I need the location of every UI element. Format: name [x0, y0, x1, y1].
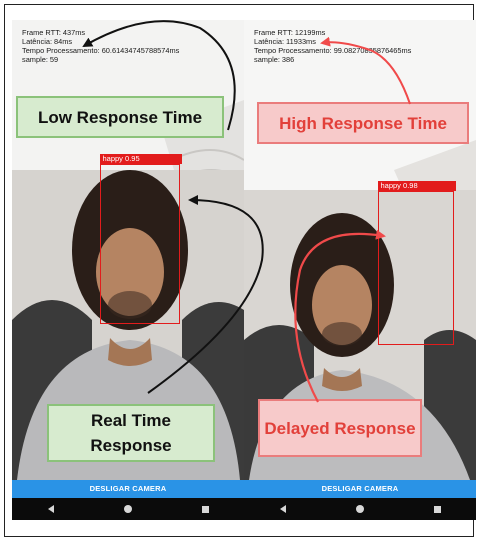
- back-icon[interactable]: [41, 500, 61, 518]
- android-nav-bar: [244, 498, 476, 520]
- face-bounding-box: happy 0.98: [377, 181, 456, 345]
- detection-label: happy 0.95: [99, 154, 182, 164]
- low-response-time-label: Low Response Time: [37, 107, 203, 127]
- stop-camera-button[interactable]: DESLIGAR CAMERA: [12, 480, 244, 498]
- detection-label: happy 0.98: [377, 181, 456, 191]
- home-icon[interactable]: [118, 500, 138, 518]
- recent-apps-icon[interactable]: [195, 500, 215, 518]
- high-response-time-callout: High Response Time: [257, 102, 469, 144]
- delayed-response-callout: Delayed Response: [258, 399, 422, 457]
- latency-text: Latência: 11933ms: [254, 37, 316, 46]
- processing-time-text: Tempo Processamento: 60.61434745788574ms: [22, 46, 180, 55]
- sample-text: sample: 386: [254, 55, 295, 64]
- real-time-line-2: Response: [90, 436, 172, 455]
- sample-text: sample: 59: [22, 55, 59, 64]
- frame-rtt-text: Frame RTT: 437ms: [22, 28, 86, 37]
- right-stats-overlay: Frame RTT: 12199ms Latência: 11933ms Tem…: [254, 28, 411, 64]
- real-time-line-1: Real Time: [90, 411, 171, 430]
- stop-camera-button[interactable]: DESLIGAR CAMERA: [244, 480, 476, 498]
- frame-rtt-text: Frame RTT: 12199ms: [254, 28, 326, 37]
- recent-apps-icon[interactable]: [427, 500, 447, 518]
- home-icon[interactable]: [350, 500, 370, 518]
- latency-text: Latência: 84ms: [22, 37, 73, 46]
- real-time-response-callout: Real Time Response: [47, 404, 215, 462]
- left-stats-overlay: Frame RTT: 437ms Latência: 84ms Tempo Pr…: [22, 28, 179, 64]
- processing-time-text: Tempo Processamento: 99.08270835876465ms: [254, 46, 412, 55]
- android-nav-bar: [12, 498, 244, 520]
- back-icon[interactable]: [273, 500, 293, 518]
- high-response-time-label: High Response Time: [279, 113, 447, 133]
- real-time-response-label: Real Time Response: [90, 408, 171, 458]
- low-response-time-callout: Low Response Time: [16, 96, 224, 138]
- face-bounding-box: happy 0.95: [99, 154, 182, 324]
- delayed-response-label: Delayed Response: [264, 418, 416, 438]
